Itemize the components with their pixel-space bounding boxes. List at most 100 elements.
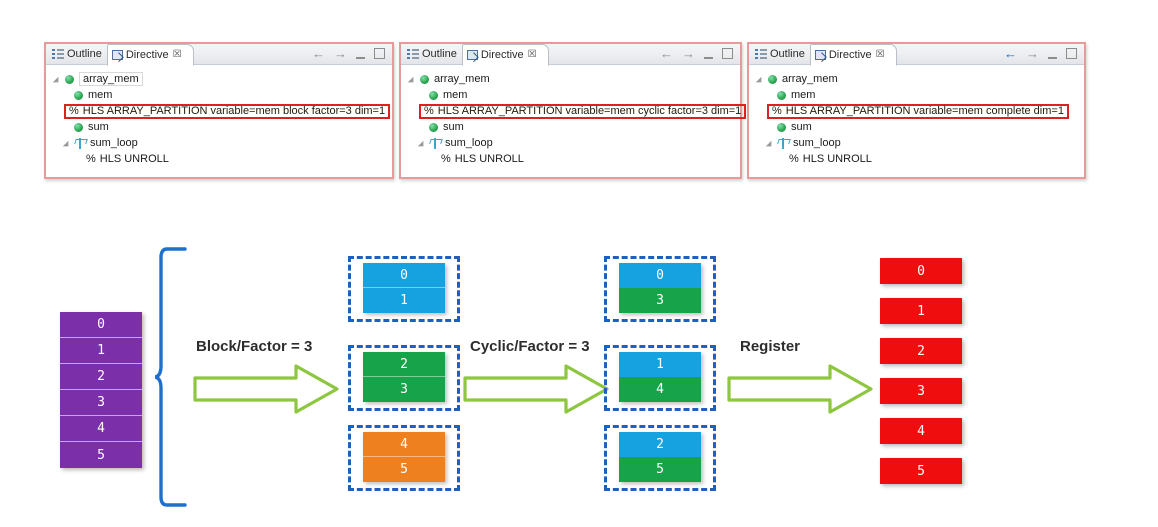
tree-item-array-partition[interactable]: % HLS ARRAY_PARTITION variable=mem compl… xyxy=(749,103,1084,119)
close-icon[interactable]: ☒ xyxy=(172,49,182,60)
tree-item-mem[interactable]: mem xyxy=(749,87,1084,103)
array-cell: 0 xyxy=(619,263,701,288)
tab-directive[interactable]: Directive ☒ xyxy=(106,43,194,66)
array-cell: 2 xyxy=(619,432,701,457)
tab-outline-label: Outline xyxy=(770,48,805,60)
directive-panel-cyclic: Outline Directive ☒ ← → array_mem xyxy=(399,42,747,179)
directive-panels-row: Outline Directive ☒ ← → array_mem xyxy=(0,0,1158,200)
tree-item-label: array_mem xyxy=(782,73,838,85)
minimize-icon[interactable] xyxy=(356,49,365,59)
loop-icon xyxy=(778,137,789,149)
tab-directive-label: Directive xyxy=(828,48,872,61)
tab-outline[interactable]: Outline xyxy=(752,44,810,64)
tree-item-mem[interactable]: mem xyxy=(46,87,392,103)
tree-item-label: mem xyxy=(443,89,468,101)
tree-item-array-mem[interactable]: array_mem xyxy=(749,71,1084,87)
cyclic-group xyxy=(604,345,716,411)
loop-icon xyxy=(430,137,441,149)
tree-item-array-mem[interactable]: array_mem xyxy=(46,71,392,87)
tree-item-label: sum_loop xyxy=(445,137,493,149)
tree-item-label: sum xyxy=(88,121,109,133)
tree-item-label: sum_loop xyxy=(90,137,138,149)
back-arrow-icon[interactable]: ← xyxy=(1004,46,1017,61)
tree-item-label: HLS ARRAY_PARTITION variable=mem complet… xyxy=(785,105,1064,117)
transform-arrow-register xyxy=(727,364,873,414)
source-cell: 1 xyxy=(60,338,142,364)
directive-tree: array_mem mem % HLS ARRAY_PARTITION vari… xyxy=(46,65,392,167)
minimize-icon[interactable] xyxy=(1048,49,1057,59)
source-cell: 3 xyxy=(60,390,142,416)
panel-toolbar: ← → xyxy=(1004,46,1077,61)
panel-tabbar: Outline Directive ☒ ← → xyxy=(401,43,740,66)
block-pair: 4 5 xyxy=(363,432,445,482)
tree-item-sum-loop[interactable]: sum_loop xyxy=(401,135,740,151)
chevron-down-icon[interactable] xyxy=(54,75,63,84)
tree-item-array-partition[interactable]: % HLS ARRAY_PARTITION variable=mem cycli… xyxy=(401,103,747,119)
tree-item-label: array_mem xyxy=(434,73,490,85)
chevron-down-icon[interactable] xyxy=(409,75,418,84)
outline-icon xyxy=(407,48,419,60)
variable-icon xyxy=(777,90,786,100)
transform-label-register: Register xyxy=(740,338,801,355)
maximize-icon[interactable] xyxy=(722,48,733,59)
directive-marker-icon: % xyxy=(789,153,799,165)
chevron-down-icon[interactable] xyxy=(64,139,73,148)
register-cell: 5 xyxy=(880,458,962,484)
tree-item-sum[interactable]: sum xyxy=(46,119,392,135)
close-icon[interactable]: ☒ xyxy=(527,49,537,60)
maximize-icon[interactable] xyxy=(1066,48,1077,59)
directive-icon xyxy=(111,49,123,61)
tree-item-array-partition[interactable]: % HLS ARRAY_PARTITION variable=mem block… xyxy=(46,103,392,119)
maximize-icon[interactable] xyxy=(374,48,385,59)
cyclic-pair: 0 3 xyxy=(619,263,701,313)
array-cell: 5 xyxy=(619,457,701,482)
chevron-down-icon[interactable] xyxy=(767,139,776,148)
source-cell: 4 xyxy=(60,416,142,442)
tree-item-label: sum xyxy=(443,121,464,133)
forward-arrow-icon[interactable]: → xyxy=(334,46,347,61)
tree-item-unroll[interactable]: % HLS UNROLL xyxy=(46,151,392,167)
outline-icon xyxy=(52,48,64,60)
transform-arrow-cyclic xyxy=(463,364,609,414)
directive-panel-complete: Outline Directive ☒ ← → array_mem xyxy=(747,42,1086,179)
variable-icon xyxy=(777,122,786,132)
tree-item-array-mem[interactable]: array_mem xyxy=(401,71,740,87)
array-cell: 3 xyxy=(363,377,445,402)
tree-item-sum[interactable]: sum xyxy=(401,119,740,135)
source-cell: 2 xyxy=(60,364,142,390)
variable-icon xyxy=(74,90,83,100)
tab-outline[interactable]: Outline xyxy=(404,44,462,64)
tab-directive[interactable]: Directive ☒ xyxy=(461,43,549,66)
tree-item-sum[interactable]: sum xyxy=(749,119,1084,135)
register-cell: 0 xyxy=(880,258,962,284)
panel-toolbar: ← → xyxy=(312,46,385,61)
back-arrow-icon[interactable]: ← xyxy=(312,46,325,61)
tree-item-sum-loop[interactable]: sum_loop xyxy=(46,135,392,151)
forward-arrow-icon[interactable]: → xyxy=(1026,46,1039,61)
tree-item-sum-loop[interactable]: sum_loop xyxy=(749,135,1084,151)
directive-marker-icon: % xyxy=(69,105,79,117)
tree-item-unroll[interactable]: % HLS UNROLL xyxy=(749,151,1084,167)
chevron-down-icon[interactable] xyxy=(757,75,766,84)
directive-icon xyxy=(814,49,826,61)
array-cell: 3 xyxy=(619,288,701,313)
close-icon[interactable]: ☒ xyxy=(875,49,885,60)
source-cell: 5 xyxy=(60,442,142,468)
back-arrow-icon[interactable]: ← xyxy=(660,46,673,61)
chevron-down-icon[interactable] xyxy=(419,139,428,148)
tab-directive[interactable]: Directive ☒ xyxy=(809,43,897,66)
tab-outline[interactable]: Outline xyxy=(49,44,107,64)
register-cell: 4 xyxy=(880,418,962,444)
tree-item-unroll[interactable]: % HLS UNROLL xyxy=(401,151,740,167)
minimize-icon[interactable] xyxy=(704,49,713,59)
variable-icon xyxy=(429,122,438,132)
highlight-box: % HLS ARRAY_PARTITION variable=mem compl… xyxy=(767,103,1069,119)
cyclic-pair: 1 4 xyxy=(619,352,701,402)
function-icon xyxy=(768,74,777,84)
highlight-box: % HLS ARRAY_PARTITION variable=mem cycli… xyxy=(419,103,747,119)
transform-arrow-block xyxy=(193,364,339,414)
array-cell: 4 xyxy=(363,432,445,457)
forward-arrow-icon[interactable]: → xyxy=(682,46,695,61)
tree-item-mem[interactable]: mem xyxy=(401,87,740,103)
cyclic-group xyxy=(604,425,716,491)
